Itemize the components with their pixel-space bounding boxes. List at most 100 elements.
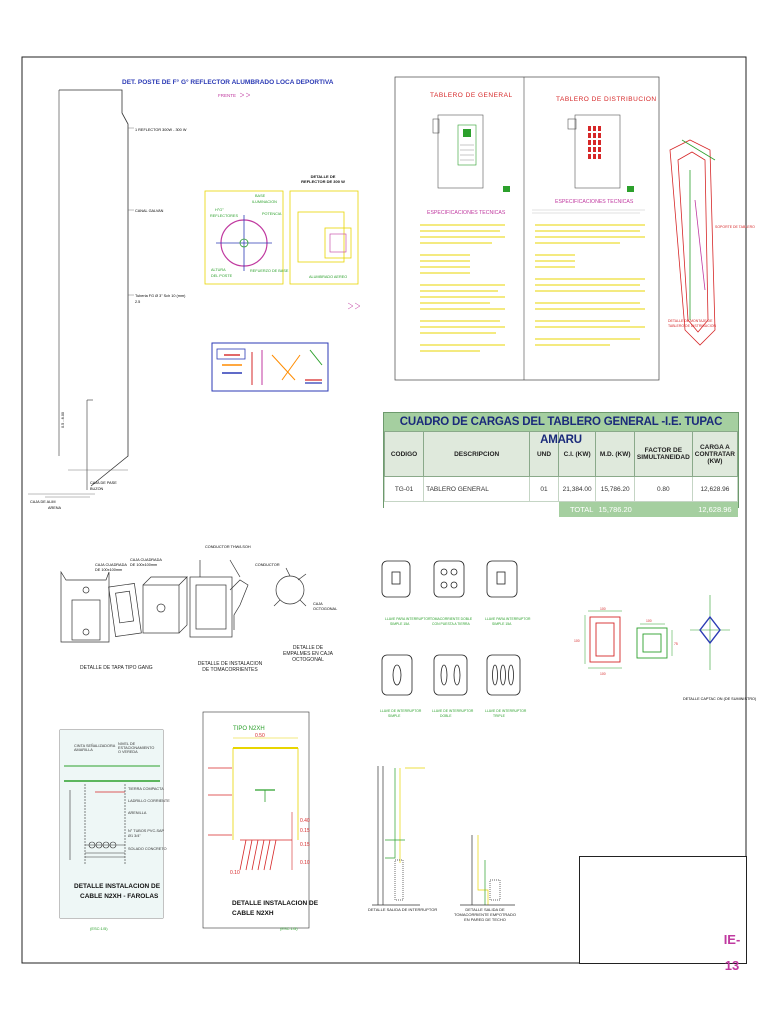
total-carga: 12,628.96 (691, 501, 739, 517)
reflector-rect-detail: ALUMBRADO AEREO (289, 190, 359, 285)
svg-text:CAJA DE PASE: CAJA DE PASE (90, 481, 117, 485)
svg-text:100: 100 (600, 607, 606, 611)
svg-text:0.10: 0.10 (300, 860, 310, 866)
svg-text:TIPO N2XH: TIPO N2XH (233, 726, 265, 732)
caption-interruptor: DETALLE SALIDA DE INTERRUPTOR (368, 907, 438, 912)
svg-text:CAJA: CAJA (313, 602, 323, 606)
svg-text:DEL POSTE: DEL POSTE (211, 274, 233, 278)
header-factor: FACTOR DE SIMULTANEIDAD (633, 431, 693, 477)
svg-text:1 REFLECTOR 300W - 300 W: 1 REFLECTOR 300W - 300 W (135, 128, 187, 132)
spec-title-right: ESPECIFICACIONES TECNICAS (555, 199, 634, 205)
cell-carga: 12,628.96 (691, 476, 739, 502)
svg-text:BASE: BASE (255, 194, 266, 198)
svg-text:(ESC:1/5): (ESC:1/5) (280, 926, 298, 931)
svg-text:DE 100x100mm: DE 100x100mm (130, 563, 157, 567)
svg-text:CAJA CUADRADA: CAJA CUADRADA (130, 558, 162, 562)
load-table: CUADRO DE CARGAS DEL TABLERO GENERAL -I.… (383, 412, 739, 517)
salida-interruptor-drawing (372, 766, 425, 906)
pole-detail-title: DET. POSTE DE F° G° REFLECTOR ALUMBRADO … (122, 79, 334, 86)
svg-text:N° TUBOS PVC-SAP: N° TUBOS PVC-SAP (128, 829, 165, 833)
caption-n2xh-2: CABLE N2XH (232, 910, 274, 917)
caption-octogonal: DETALLE DE EMPALMES EN CAJA OCTOGONAL (283, 645, 333, 663)
total-row: TOTAL 15,786.20 12,628.96 (383, 501, 739, 517)
svg-text:Tuberia FG Ø 3" Sch 10 (mm): Tuberia FG Ø 3" Sch 10 (mm) (135, 294, 186, 298)
box-dimension-drawings (584, 595, 730, 670)
svg-text:DE 100x100mm: DE 100x100mm (95, 568, 122, 572)
svg-text:FRENTE: FRENTE (218, 93, 236, 98)
svg-text:0.5 - 8.00: 0.5 - 8.00 (61, 412, 65, 428)
svg-text:POTENCIA: POTENCIA (262, 212, 282, 216)
connection-detail (211, 342, 329, 392)
svg-text:TOMACORRIENTE DOBLE: TOMACORRIENTE DOBLE (430, 617, 473, 621)
cell-factor: 0.80 (633, 476, 693, 502)
header-descripcion: DESCRIPCION (423, 431, 531, 477)
load-table-grid: CODIGO DESCRIPCION UND C.I. (KW) M.D. (K… (383, 431, 739, 517)
spec-title-left: ESPECIFICACIONES TECNICAS (427, 210, 506, 216)
svg-text:ARENILLA: ARENILLA (128, 811, 147, 815)
svg-text:(ESC:1/5): (ESC:1/5) (90, 926, 108, 931)
svg-text:CON PUESTA A TIERRA: CON PUESTA A TIERRA (432, 622, 470, 626)
title-block: IE-13 (579, 856, 747, 973)
svg-text:0.50: 0.50 (255, 733, 265, 739)
svg-text:ARENA: ARENA (48, 506, 62, 510)
svg-text:LLAVE PARA INTERRUPTOR: LLAVE PARA INTERRUPTOR (385, 617, 431, 621)
svg-text:DETALLE DE MONTAJE DE: DETALLE DE MONTAJE DE (668, 319, 713, 323)
table-row: TG-01 TABLERO GENERAL 01 21,384.00 15,78… (383, 476, 739, 502)
cable-farolas-drawing (59, 729, 164, 919)
total-md: 15,786.20 (595, 501, 635, 517)
caption-salida-toma: DETALLE SALIDA DE TOMACORRIENTE EMPOTRAD… (454, 907, 516, 922)
svg-text:ALUMBRADO AEREO: ALUMBRADO AEREO (309, 275, 347, 279)
svg-text:BUZON: BUZON (90, 487, 104, 491)
svg-text:CANAL GALVAN: CANAL GALVAN (135, 209, 164, 213)
svg-text:2.5: 2.5 (135, 300, 140, 304)
caption-tapa-gang: DETALLE DE TAPA TIPO GANG (80, 665, 153, 671)
cell-und: 01 (529, 476, 559, 502)
svg-text:LLAVE DE INTERRUPTOR: LLAVE DE INTERRUPTOR (485, 709, 527, 713)
svg-text:SOLADO CONCRETO: SOLADO CONCRETO (128, 847, 167, 851)
svg-text:LLAVE PARA INTERRUPTOR: LLAVE PARA INTERRUPTOR (485, 617, 531, 621)
total-label: TOTAL (557, 501, 597, 517)
svg-text:ESTACIONAMIENTO: ESTACIONAMIENTO (118, 746, 154, 750)
svg-text:CONDUCTOR THW/LSOH: CONDUCTOR THW/LSOH (205, 545, 251, 549)
general-panel-title: TABLERO DE GENERAL (430, 92, 513, 99)
sheet-code: IE-13 (719, 927, 745, 973)
header-md: M.D. (KW) (595, 431, 635, 477)
caption-farolas-2: CABLE N2XH - FAROLAS (80, 893, 159, 900)
svg-text:DOBLE: DOBLE (440, 714, 452, 718)
svg-text:TIERRA COMPACTA: TIERRA COMPACTA (128, 787, 164, 791)
caption-n2xh-1: DETALLE INSTALACION DE (232, 900, 319, 907)
cell-descripcion: TABLERO GENERAL (423, 476, 531, 502)
svg-text:LLAVE DE INTERRUPTOR: LLAVE DE INTERRUPTOR (380, 709, 422, 713)
svg-text:H°G°: H°G° (215, 208, 224, 212)
svg-text:0.40: 0.40 (300, 818, 310, 824)
svg-text:100: 100 (600, 672, 606, 676)
load-table-title: CUADRO DE CARGAS DEL TABLERO GENERAL -I.… (384, 413, 738, 446)
svg-text:0.10: 0.10 (230, 870, 240, 876)
svg-text:O VEREDA: O VEREDA (118, 750, 138, 754)
svg-text:SIMPLE 15A: SIMPLE 15A (390, 622, 410, 626)
svg-text:CAJA CUADRADA: CAJA CUADRADA (95, 563, 127, 567)
reflector-round-detail: H°G° REFLECTORES BASE ILUMINACION POTENC… (204, 190, 289, 285)
svg-text:0.15: 0.15 (300, 842, 310, 848)
header-carga: CARGA A CONTRATAR (KW) (691, 431, 739, 477)
svg-text:CINTA SEÑALIZADORA: CINTA SEÑALIZADORA (74, 743, 116, 748)
header-codigo: CODIGO (383, 431, 425, 477)
svg-text:REFUERZO DE BASE: REFUERZO DE BASE (250, 269, 289, 273)
svg-text:REFLECTORES: REFLECTORES (210, 214, 238, 218)
svg-text:ALTURA: ALTURA (211, 268, 226, 272)
sheet-border (21, 56, 747, 964)
svg-text:ILUMINACION: ILUMINACION (252, 200, 277, 204)
svg-text:LADRILLO CORRIENTE: LADRILLO CORRIENTE (128, 799, 170, 803)
salida-tomacorriente-drawing (460, 835, 515, 906)
svg-text:OCTOGONAL: OCTOGONAL (313, 607, 337, 611)
cell-codigo: TG-01 (383, 476, 425, 502)
reflector-detail-label: DETALLE DE REFLECTOR DE 300 W (301, 174, 345, 184)
svg-text:SIMPLE: SIMPLE (388, 714, 401, 718)
svg-text:TRIPLE: TRIPLE (493, 714, 506, 718)
conduit-detail: SOPORTE DE TABLERO DETALLE DE MONTAJE DE… (668, 139, 755, 346)
cell-md: 15,786.20 (595, 476, 635, 502)
svg-text:100: 100 (574, 639, 580, 643)
pole-drawing: 1 REFLECTOR 300W - 300 W CANAL GALVAN Tu… (28, 89, 187, 510)
caption-farolas-1: DETALLE INSTALACION DE (74, 883, 161, 890)
